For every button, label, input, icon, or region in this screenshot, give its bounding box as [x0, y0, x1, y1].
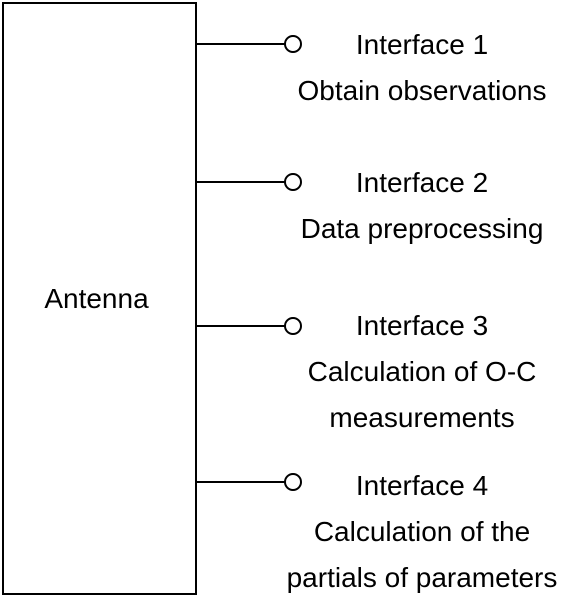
interface-1-block: Interface 1 Obtain observations [262, 22, 581, 114]
interface-2-title: Interface 2 [355, 167, 489, 198]
interface-3-title: Interface 3 [355, 310, 489, 341]
interface-1-desc-line-1: Obtain observations [297, 75, 547, 106]
interface-2-block: Interface 2 Data preprocessing [262, 160, 581, 252]
interface-4-block: Interface 4 Calculation of the partials … [262, 463, 581, 601]
interface-4-desc-line-1: Calculation of the [313, 516, 531, 547]
port-circle-1 [284, 35, 302, 53]
port-circle-4 [284, 473, 302, 491]
interface-3-block: Interface 3 Calculation of O-C measureme… [262, 303, 581, 441]
interface-1-title: Interface 1 [355, 29, 489, 60]
port-circle-2 [284, 173, 302, 191]
interface-4-desc-line-2: partials of parameters [286, 562, 558, 593]
interface-3-desc-line-2: measurements [329, 402, 515, 433]
interface-4-title: Interface 4 [355, 470, 489, 501]
antenna-label: Antenna [44, 283, 149, 314]
antenna-box [2, 2, 197, 595]
interface-2-desc-line-1: Data preprocessing [300, 213, 544, 244]
interface-3-desc-line-1: Calculation of O-C [307, 356, 537, 387]
port-circle-3 [284, 317, 302, 335]
